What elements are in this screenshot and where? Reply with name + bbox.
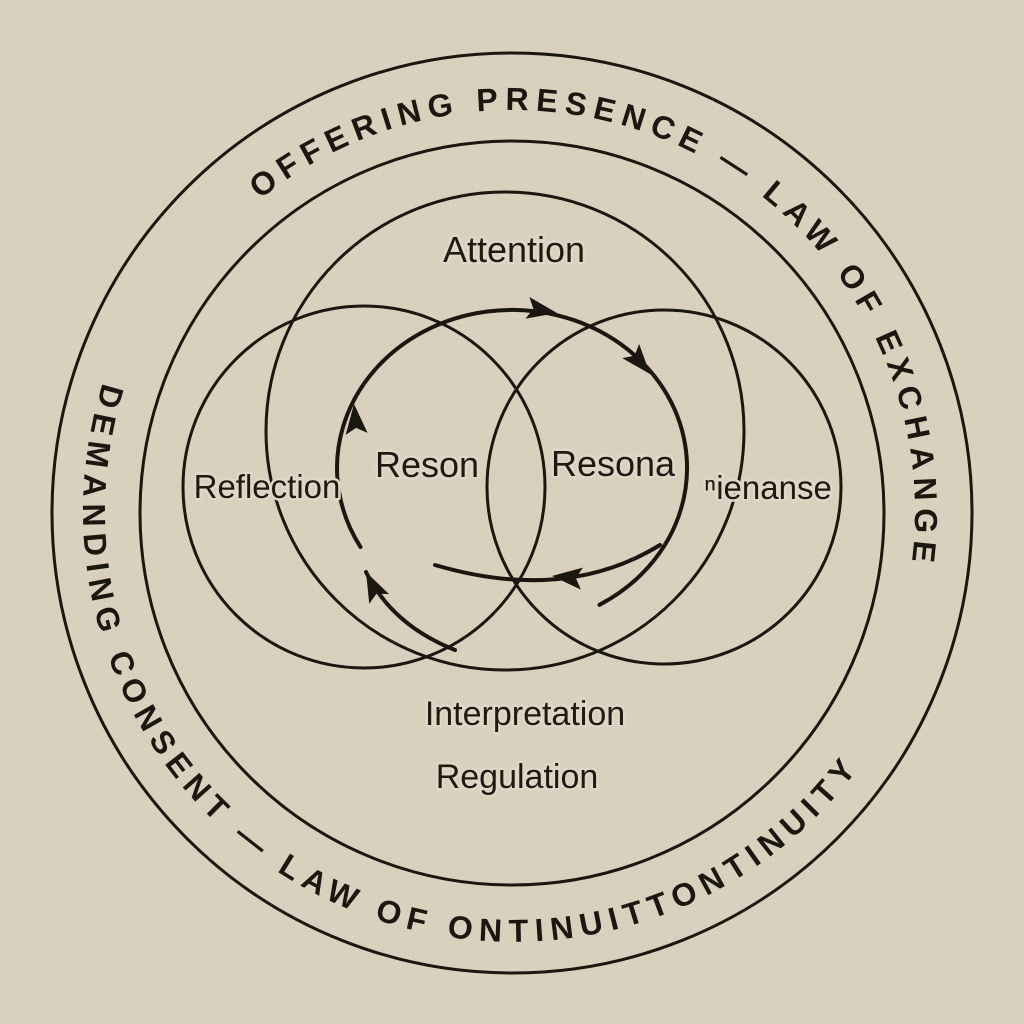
seal-diagram: OFFERING PRESENCE — LAW OF EXCHANGE DEMA… bbox=[0, 0, 1024, 1024]
paper-grain-texture bbox=[0, 0, 1024, 1024]
diagram-canvas: OFFERING PRESENCE — LAW OF EXCHANGE DEMA… bbox=[0, 0, 1024, 1024]
